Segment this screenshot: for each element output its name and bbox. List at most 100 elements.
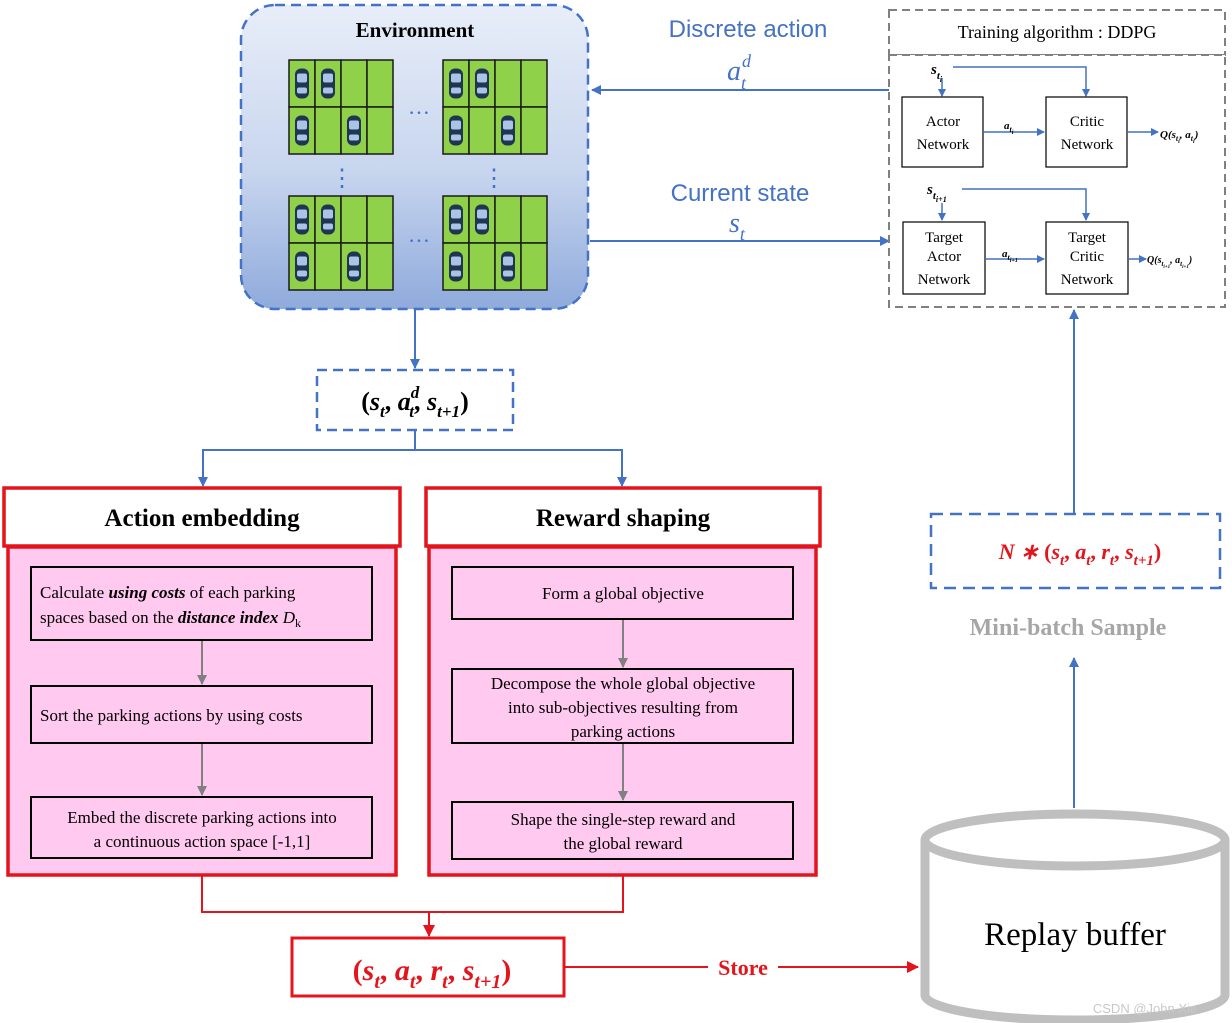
actor-line-2: Network	[917, 137, 970, 153]
step1-post: D	[278, 608, 295, 627]
target-actor-output: ati+1	[1002, 248, 1018, 264]
step1-pre: Calculate	[40, 583, 108, 602]
reward-step-2-line-2: into sub-objectives resulting from	[508, 698, 738, 717]
actor-network-box: Actor Network	[901, 96, 984, 168]
a-sub: t	[1008, 253, 1011, 262]
a-subsub: i+1	[1010, 258, 1018, 264]
replay-buffer-label: Replay buffer	[984, 917, 1166, 953]
action-embedding-title: Action embedding	[104, 505, 300, 532]
minibatch-box: N ∗ (st, at, rt, st+1)	[929, 512, 1222, 590]
parking-block	[442, 195, 548, 291]
reward-step-1-text: Form a global objective	[542, 584, 704, 603]
car-icon	[321, 68, 335, 99]
a-base: a	[1004, 120, 1010, 132]
parking-space	[494, 106, 522, 155]
reward-shaping-title: Reward shaping	[536, 505, 711, 532]
parking-space	[468, 242, 496, 291]
car-icon	[295, 115, 309, 146]
car-icon	[501, 251, 515, 282]
target-actor-network-box: Target Actor Network	[902, 221, 986, 295]
parking-space	[366, 59, 394, 108]
parking-space	[314, 242, 342, 291]
target-critic-line-3: Network	[1061, 272, 1114, 288]
parking-space	[340, 59, 368, 108]
symbol-sup: d	[742, 51, 752, 71]
target-critic-line-1: Target	[1068, 230, 1107, 246]
parking-space	[366, 106, 394, 155]
car-icon	[347, 115, 361, 146]
reward-step-3: Shape the single-step reward and the glo…	[451, 801, 794, 860]
s-sub: t	[937, 70, 941, 82]
training-title: Training algorithm : DDPG	[958, 22, 1157, 42]
current-state-label: Current state	[671, 180, 810, 207]
environment-title: Environment	[356, 18, 475, 42]
car-icon	[449, 204, 463, 235]
car-icon	[295, 251, 309, 282]
s-ti-connectors	[938, 66, 1090, 97]
parking-space	[366, 242, 394, 291]
parking-space	[520, 59, 548, 108]
action-step-3-line-1: Embed the discrete parking actions into	[67, 808, 337, 827]
parking-space	[494, 195, 522, 244]
s-ti1-connectors	[938, 188, 1090, 221]
reward-step-3-line-2: the global reward	[564, 834, 683, 853]
minibatch-label: Mini-batch Sample	[970, 615, 1167, 641]
parking-space	[520, 242, 548, 291]
actor-line-1: Actor	[926, 114, 960, 130]
step1-bold2: distance index	[178, 608, 279, 627]
target-actor-line-1: Target	[925, 230, 964, 246]
reward-step-1: Form a global objective	[451, 566, 794, 620]
final-tuple-box: (st, at, rt, st+1)	[290, 936, 566, 998]
reward-step-2-line-3: parking actions	[571, 722, 675, 741]
s-base: s	[926, 182, 933, 198]
parking-block	[442, 59, 548, 155]
step1-post-sub: k	[295, 616, 301, 630]
action-step-3: Embed the discrete parking actions into …	[30, 796, 373, 859]
action-step-1-line-1: Calculate using costs of each parking	[40, 583, 296, 602]
s-base: s	[930, 62, 937, 78]
parking-space	[314, 106, 342, 155]
target-actor-line-3: Network	[918, 272, 971, 288]
symbol-sub: t	[741, 73, 747, 93]
reward-step-2: Decompose the whole global objective int…	[451, 668, 794, 744]
reward-step-3-line-1: Shape the single-step reward and	[511, 810, 736, 829]
symbol-base: s	[729, 208, 740, 239]
car-icon	[475, 68, 489, 99]
ellipsis-vertical-left: ⋮	[330, 166, 354, 192]
action-step-3-line-2: a continuous action space [-1,1]	[94, 832, 311, 851]
store-label: Store	[718, 955, 768, 980]
critic-line-1: Critic	[1070, 114, 1105, 130]
symbol-sub: t	[740, 224, 746, 244]
step1-bold1: using costs	[108, 583, 185, 602]
ellipsis-bottom: …	[408, 222, 430, 247]
action-step-2-text: Sort the parking actions by using costs	[40, 706, 303, 725]
car-icon	[501, 115, 515, 146]
discrete-action-label: Discrete action	[669, 16, 828, 43]
car-icon	[449, 68, 463, 99]
ellipsis-top: …	[408, 94, 430, 119]
action-step-1-line-2: spaces based on the distance index Dk	[40, 608, 301, 630]
car-icon	[295, 204, 309, 235]
symbol-base: a	[727, 56, 741, 87]
action-step-1: Calculate using costs of each parking sp…	[30, 566, 373, 641]
merge-connector	[201, 876, 624, 937]
a-sub: t	[1010, 125, 1013, 134]
car-icon	[449, 115, 463, 146]
watermark: CSDN @John Xie	[1093, 1001, 1197, 1016]
parking-block	[288, 59, 394, 155]
parking-space	[366, 195, 394, 244]
parking-lots	[288, 59, 548, 291]
split-connector	[198, 430, 627, 487]
car-icon	[347, 251, 361, 282]
car-icon	[475, 204, 489, 235]
critic-line-2: Network	[1061, 137, 1114, 153]
parking-block	[288, 195, 394, 291]
parking-space	[468, 106, 496, 155]
car-icon	[321, 204, 335, 235]
parking-space	[520, 106, 548, 155]
